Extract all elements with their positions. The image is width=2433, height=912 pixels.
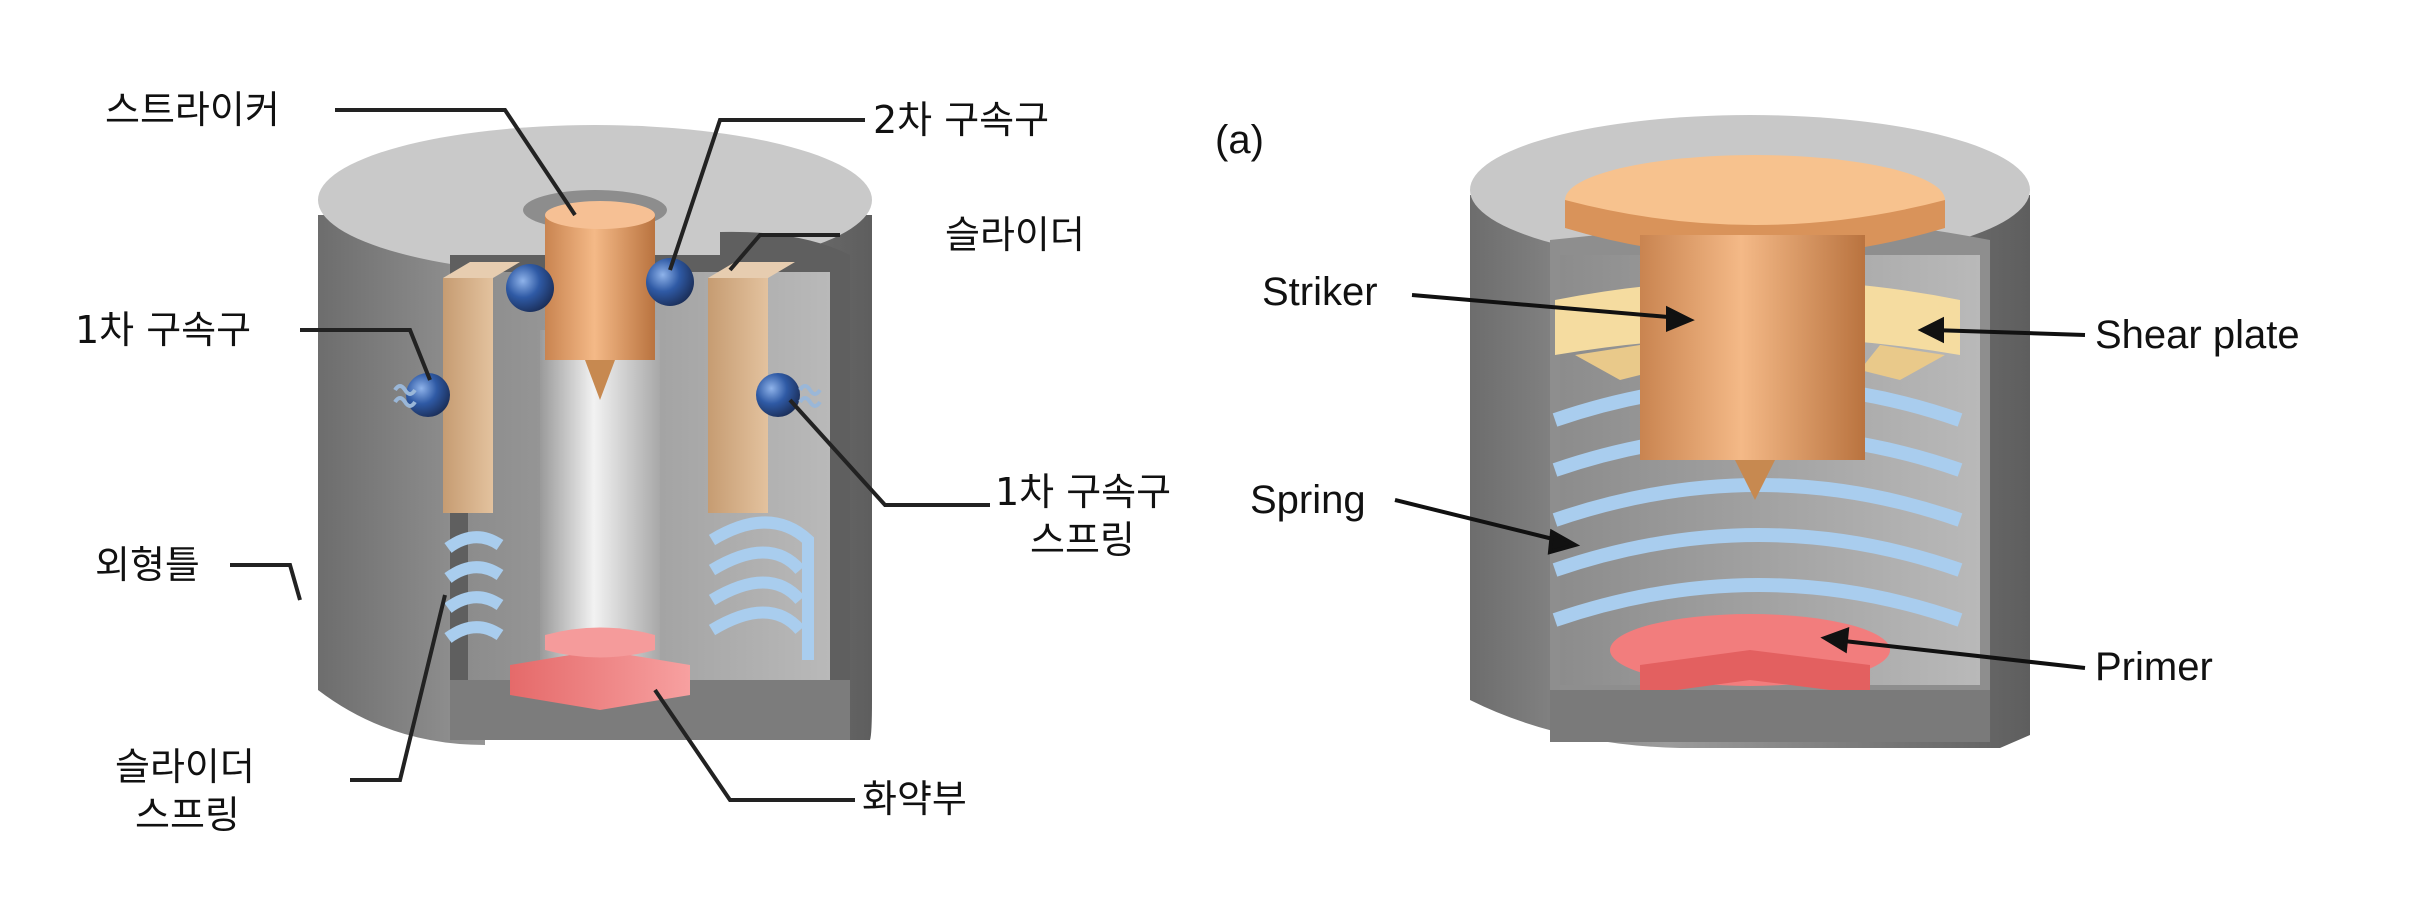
primary-restraint-small-spring-right [798, 384, 822, 408]
label-striker-ko: 스트라이커 [105, 88, 280, 132]
right-striker-tip [1735, 460, 1775, 500]
left-slider-top [443, 262, 520, 278]
label-slider-spring-line2: 스프링 [135, 793, 240, 837]
left-striker-top [545, 201, 655, 229]
label-outer-frame: 외형틀 [95, 543, 200, 587]
label-spring: Spring [1250, 478, 1366, 522]
right-housing-floor [1550, 690, 1990, 742]
label-explosive: 화약부 [862, 777, 967, 821]
label-shear-plate: Shear plate [2095, 313, 2300, 357]
secondary-restraint-ball-left [506, 264, 554, 312]
label-primary-restraint: 1차 구속구 [75, 308, 251, 352]
left-slider [443, 278, 493, 513]
right-slider-top [708, 262, 795, 278]
label-secondary-restraint: 2차 구속구 [873, 98, 1049, 142]
label-slider: 슬라이더 [945, 213, 1085, 257]
left-slider-spring [444, 531, 504, 643]
right-leader-arrows [1394, 293, 2086, 670]
left-leader-lines [230, 108, 990, 802]
primary-restraint-ball-left [406, 373, 450, 417]
label-primer: Primer [2095, 645, 2213, 689]
right-labels: Striker Shear plate Spring Primer [1250, 270, 2300, 689]
left-striker-tip [585, 360, 615, 400]
left-labels: 스트라이커 2차 구속구 슬라이더 1차 구속구 1차 구속구 스프링 외형틀 … [75, 88, 1171, 837]
left-explosive-top [545, 627, 655, 658]
left-device-illustration [318, 125, 872, 745]
primary-restraint-small-spring-left [393, 384, 417, 408]
secondary-restraint-ball-right [646, 258, 694, 306]
label-primary-restraint-spring-line2: 스프링 [1030, 518, 1135, 562]
label-striker-en: Striker [1262, 270, 1378, 314]
right-primer-front [1640, 650, 1870, 695]
primary-restraint-ball-right [756, 373, 800, 417]
label-primary-restraint-spring-line1: 1차 구속구 [995, 470, 1171, 514]
panel-label-a: (a) [1215, 118, 1264, 162]
right-striker-body [1640, 235, 1865, 460]
right-device-illustration [1470, 115, 2030, 748]
left-striker [545, 215, 655, 360]
right-slider-spring [708, 516, 814, 660]
label-slider-spring-line1: 슬라이더 [115, 745, 255, 789]
left-explosive [510, 650, 690, 710]
